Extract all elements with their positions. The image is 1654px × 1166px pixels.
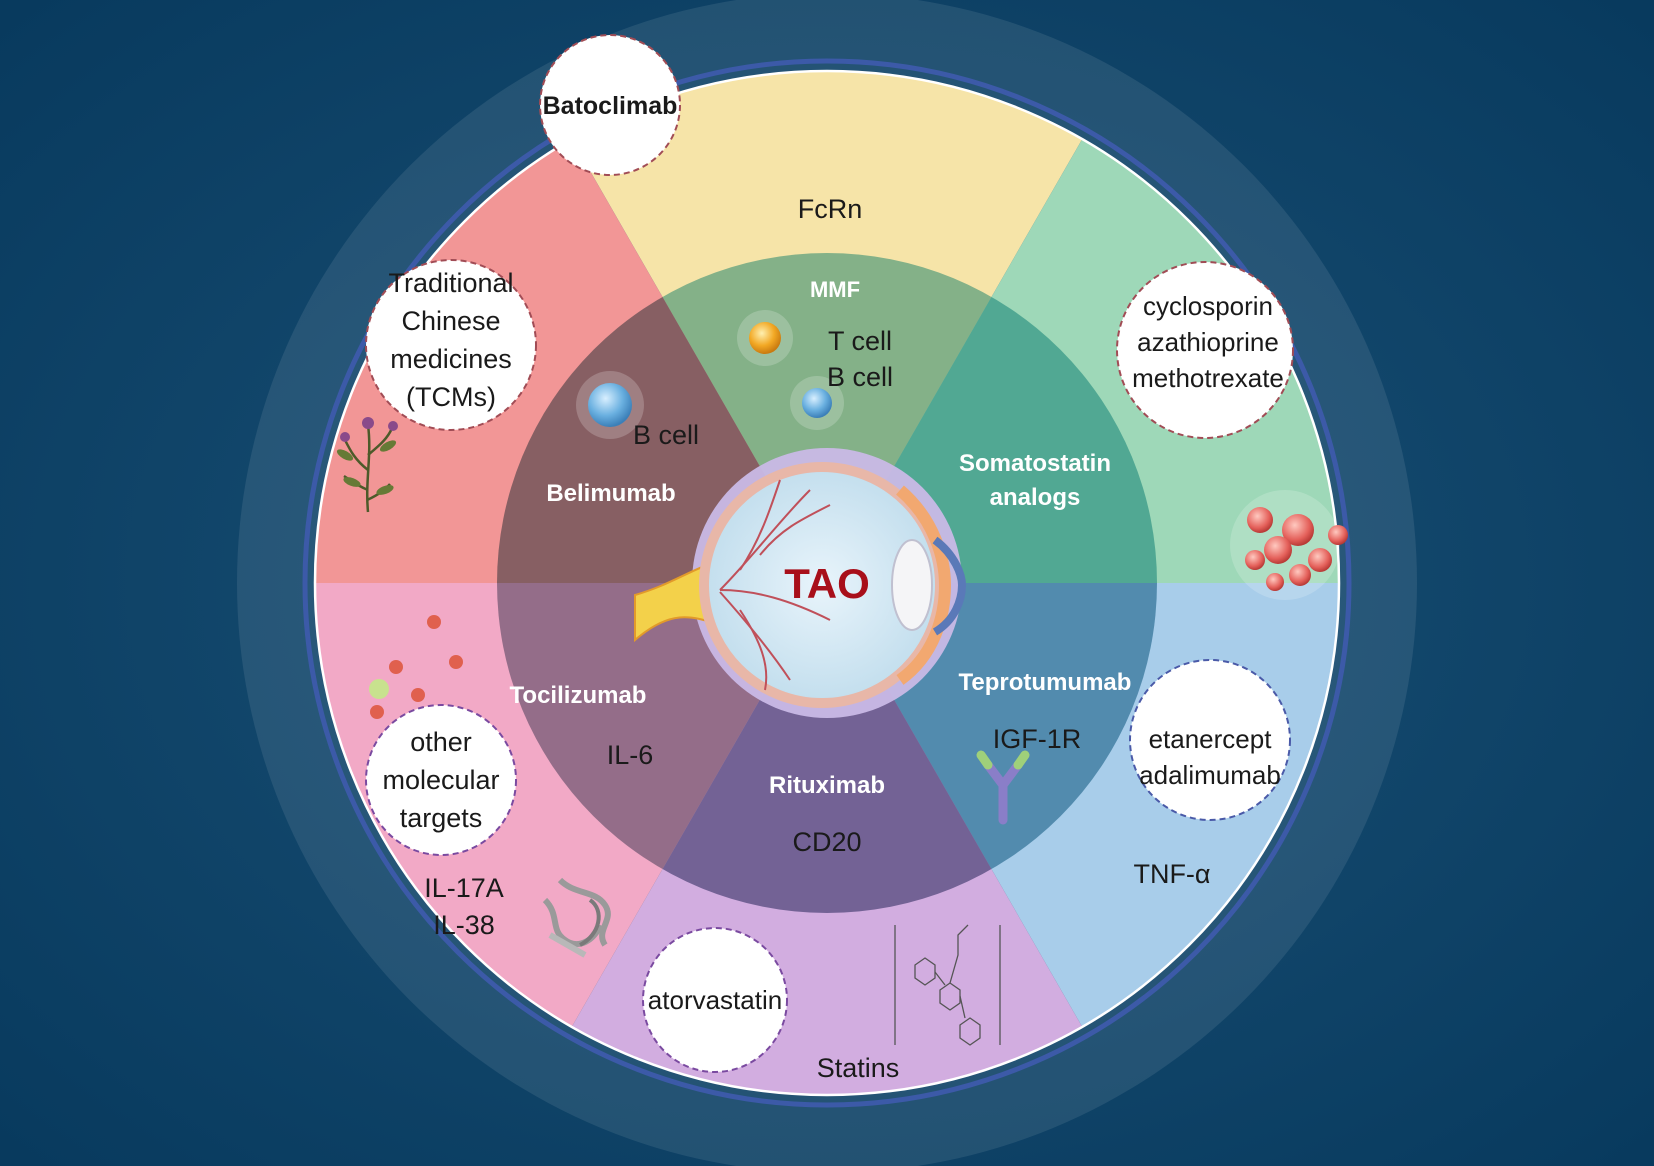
target-label-cd20: CD20 bbox=[792, 827, 861, 857]
drug-label-tnf-1: adalimumab bbox=[1139, 760, 1281, 790]
drug-label-tocilizumab: Tocilizumab bbox=[510, 682, 647, 709]
drug-label-rituximab: Rituximab bbox=[769, 772, 885, 799]
inner-segment-lower-right bbox=[827, 583, 1157, 913]
drug-label-immunosuppressant-0: cyclosporin bbox=[1143, 291, 1273, 321]
drug-label-other-targets-2: targets bbox=[400, 803, 483, 833]
center-label-tao: TAO bbox=[784, 560, 870, 607]
outer-border-inner-line bbox=[313, 69, 1341, 1097]
target-label-b-cell: B cell bbox=[633, 420, 699, 450]
inner-segment-bottom bbox=[497, 583, 1157, 913]
cell-cluster-icon bbox=[1230, 490, 1348, 600]
bubble-batoclimab bbox=[539, 34, 681, 176]
target-label-lymphocytes-1: B cell bbox=[827, 362, 893, 392]
inner-segment-lower-left bbox=[497, 583, 827, 913]
target-label-igf1r: IGF-1R bbox=[993, 724, 1082, 754]
t-cell-icon bbox=[737, 310, 793, 366]
molecules-icon bbox=[369, 615, 463, 719]
drug-label-other-targets-0: other bbox=[410, 727, 472, 757]
retinal-vessels bbox=[719, 479, 831, 691]
drug-label-mmf: MMF bbox=[810, 277, 860, 302]
drug-label-teprotumumab: Teprotumumab bbox=[959, 669, 1132, 696]
inner-segment-upper-right bbox=[827, 253, 1157, 583]
outer-border-ring bbox=[302, 58, 1352, 1108]
target-label-fcrn: FcRn bbox=[798, 194, 863, 224]
target-label-tnf-alpha: TNF-α bbox=[1133, 859, 1210, 889]
drug-label-somatostatin-0: Somatostatin bbox=[959, 450, 1111, 477]
drug-label-somatostatin-1: analogs bbox=[990, 484, 1081, 511]
drug-label-tnf-0: etanercept bbox=[1149, 724, 1273, 754]
inner-segment-upper-left bbox=[497, 253, 827, 583]
bubble-tcms bbox=[365, 259, 537, 431]
protein-structure-icon bbox=[542, 877, 611, 958]
lens bbox=[891, 539, 933, 631]
target-label-il6: IL-6 bbox=[607, 740, 654, 770]
bubble-other-targets bbox=[365, 704, 517, 856]
target-label-interleukin-0: IL-17A bbox=[424, 873, 504, 903]
target-label-statins: Statins bbox=[817, 1053, 900, 1083]
bubble-immunosuppressants bbox=[1116, 261, 1294, 439]
ciliary-body bbox=[895, 485, 952, 685]
eye-illustration: TAO bbox=[634, 448, 967, 718]
atorvastatin-structure-icon bbox=[894, 924, 1001, 1046]
drug-label-tcm-3: (TCMs) bbox=[406, 382, 496, 412]
herb-plant-icon bbox=[336, 417, 398, 513]
b-cell-icon-mmf bbox=[790, 376, 844, 430]
cornea bbox=[932, 536, 967, 636]
drug-label-tcm-2: medicines bbox=[390, 344, 512, 374]
antibody-icon bbox=[976, 750, 1030, 825]
target-label-lymphocytes-0: T cell bbox=[828, 326, 892, 356]
drug-label-other-targets-1: molecular bbox=[382, 765, 499, 795]
bubble-tnf-inhibitors bbox=[1129, 659, 1291, 821]
bubble-atorvastatin bbox=[642, 927, 788, 1073]
drug-label-immunosuppressant-2: methotrexate bbox=[1132, 363, 1284, 393]
b-cell-icon-belimumab bbox=[576, 371, 644, 439]
inner-segment-top bbox=[497, 253, 1157, 583]
target-label-interleukin-1: IL-38 bbox=[433, 910, 495, 940]
drug-label-tcm-1: Chinese bbox=[401, 306, 500, 336]
drug-label-atorvastatin: atorvastatin bbox=[648, 985, 782, 1015]
drug-label-tcm-0: Traditional bbox=[388, 268, 513, 298]
drug-label-immunosuppressant-1: azathioprine bbox=[1137, 327, 1279, 357]
drug-label-belimumab: Belimumab bbox=[546, 480, 675, 507]
drug-label-batoclimab: Batoclimab bbox=[543, 92, 678, 120]
